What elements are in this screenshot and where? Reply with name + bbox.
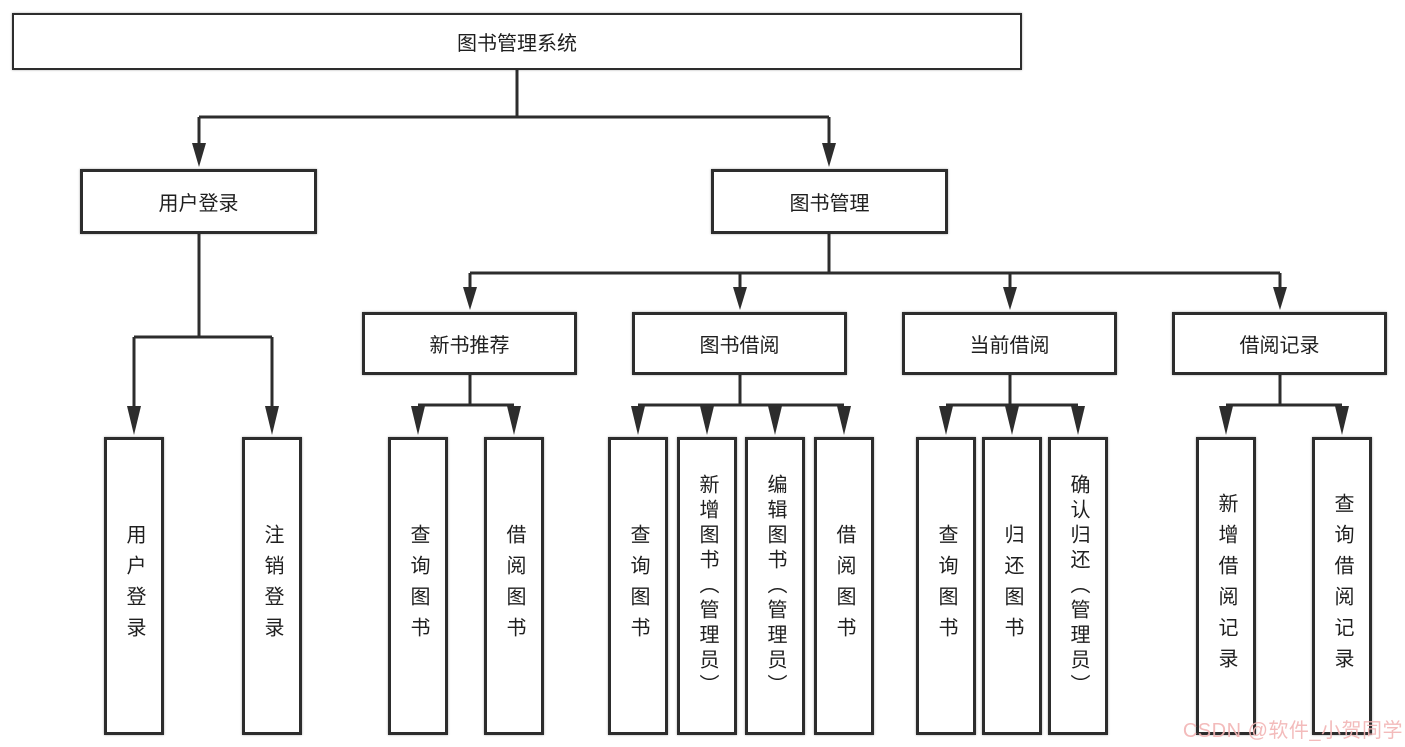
leaf-borrow-books: 借阅图书 — [814, 437, 874, 735]
leaf-return-books: 归还图书 — [982, 437, 1042, 735]
leaf-user-login: 用户登录 — [104, 437, 164, 735]
leaf-query-books-current: 查询图书 — [916, 437, 976, 735]
leaf-query-books-recommend-label: 查询图书 — [407, 524, 429, 648]
leaf-add-borrow-record: 新增借阅记录 — [1196, 437, 1256, 735]
node-root: 图书管理系统 — [12, 13, 1022, 70]
leaf-add-book-admin-label: 新增图书（管理员） — [696, 473, 718, 699]
leaf-query-borrow-record-label: 查询借阅记录 — [1331, 493, 1353, 679]
watermark-text: CSDN @软件_小贺同学 — [1182, 720, 1403, 742]
node-user-login: 用户登录 — [80, 169, 317, 234]
node-book-management: 图书管理 — [711, 169, 948, 234]
leaf-borrow-books-label: 借阅图书 — [833, 524, 855, 648]
node-borrowing-records: 借阅记录 — [1172, 312, 1387, 375]
leaf-edit-book-admin: 编辑图书（管理员） — [745, 437, 805, 735]
leaf-borrow-books-recommend: 借阅图书 — [484, 437, 544, 735]
node-new-book-recommendation: 新书推荐 — [362, 312, 577, 375]
leaf-user-login-label: 用户登录 — [123, 524, 145, 648]
node-book-borrowing: 图书借阅 — [632, 312, 847, 375]
leaf-query-books-borrow: 查询图书 — [608, 437, 668, 735]
leaf-query-books-recommend: 查询图书 — [388, 437, 448, 735]
node-current-borrowing: 当前借阅 — [902, 312, 1117, 375]
leaf-edit-book-admin-label: 编辑图书（管理员） — [764, 473, 786, 699]
leaf-borrow-books-recommend-label: 借阅图书 — [503, 524, 525, 648]
leaf-confirm-return-admin-label: 确认归还（管理员） — [1067, 473, 1089, 699]
leaf-query-books-current-label: 查询图书 — [935, 524, 957, 648]
leaf-logout-label: 注销登录 — [261, 524, 283, 648]
leaf-query-books-borrow-label: 查询图书 — [627, 524, 649, 648]
leaf-query-borrow-record: 查询借阅记录 — [1312, 437, 1372, 735]
leaf-add-borrow-record-label: 新增借阅记录 — [1215, 493, 1237, 679]
leaf-confirm-return-admin: 确认归还（管理员） — [1048, 437, 1108, 735]
leaf-return-books-label: 归还图书 — [1001, 524, 1023, 648]
leaf-logout: 注销登录 — [242, 437, 302, 735]
leaf-add-book-admin: 新增图书（管理员） — [677, 437, 737, 735]
